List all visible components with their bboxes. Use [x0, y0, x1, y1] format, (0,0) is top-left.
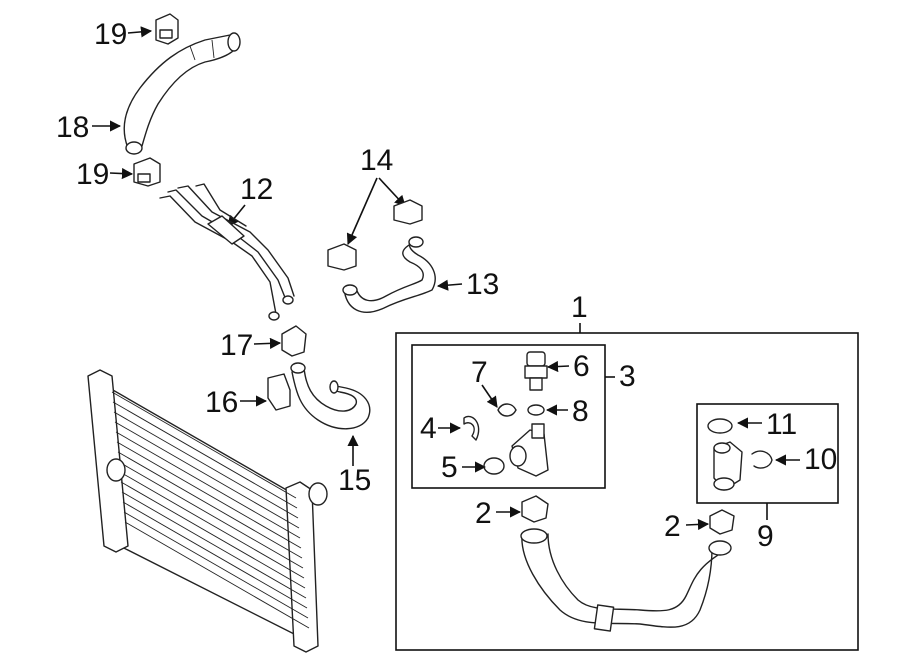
- callout-19-top: 19: [94, 18, 127, 51]
- part-2-clamp-right: [709, 509, 735, 535]
- callout-15: 15: [338, 464, 371, 497]
- callout-2-left: 2: [475, 497, 492, 530]
- part-4-clip: [463, 415, 480, 441]
- callout-6: 6: [573, 350, 590, 383]
- assembly-1-frame: [395, 332, 859, 651]
- part-5-seal: [483, 457, 505, 475]
- callout-16: 16: [205, 386, 238, 419]
- part-12-coolant-pipe: [159, 183, 295, 321]
- part-6-sensor: [524, 351, 548, 391]
- assembly-3-frame: [411, 344, 606, 489]
- part-19-clamp-top: [155, 13, 179, 45]
- callout-9: 9: [757, 520, 774, 553]
- part-16-bracket: [267, 373, 291, 411]
- part-15-hose: [290, 362, 371, 430]
- callout-10: 10: [804, 443, 837, 476]
- callout-17: 17: [220, 329, 253, 362]
- callout-2-right: 2: [664, 510, 681, 543]
- callout-1: 1: [571, 291, 588, 324]
- part-11-o-ring: [707, 418, 733, 434]
- callout-13: 13: [466, 268, 499, 301]
- callout-7: 7: [471, 356, 488, 389]
- part-7-clip: [497, 403, 517, 417]
- part-13-hose: [342, 236, 436, 313]
- part-2-clamp-left: [521, 495, 549, 523]
- part-3-connector: [509, 423, 549, 477]
- part-17-clamp: [281, 325, 307, 357]
- part-1-lower-hose: [520, 528, 732, 632]
- callout-18: 18: [56, 111, 89, 144]
- callout-19-lower: 19: [76, 158, 109, 191]
- assembly-9-frame: [696, 403, 839, 504]
- part-8-o-ring: [527, 404, 545, 416]
- leader-lines: [92, 26, 800, 531]
- part-14-clamp-left: [327, 243, 357, 271]
- callout-5: 5: [441, 451, 458, 484]
- callout-11: 11: [766, 408, 797, 441]
- part-18-upper-hose: [123, 32, 241, 155]
- part-14-clamp-right: [393, 199, 423, 225]
- callout-12: 12: [240, 173, 273, 206]
- callout-3: 3: [619, 360, 636, 393]
- callout-4: 4: [420, 412, 437, 445]
- part-10-clip: [751, 450, 773, 469]
- part-19-clamp-lower: [133, 157, 161, 187]
- part-9-fitting: [713, 441, 743, 491]
- callout-14: 14: [360, 144, 393, 177]
- callout-8: 8: [572, 395, 589, 428]
- radiator: [87, 369, 328, 653]
